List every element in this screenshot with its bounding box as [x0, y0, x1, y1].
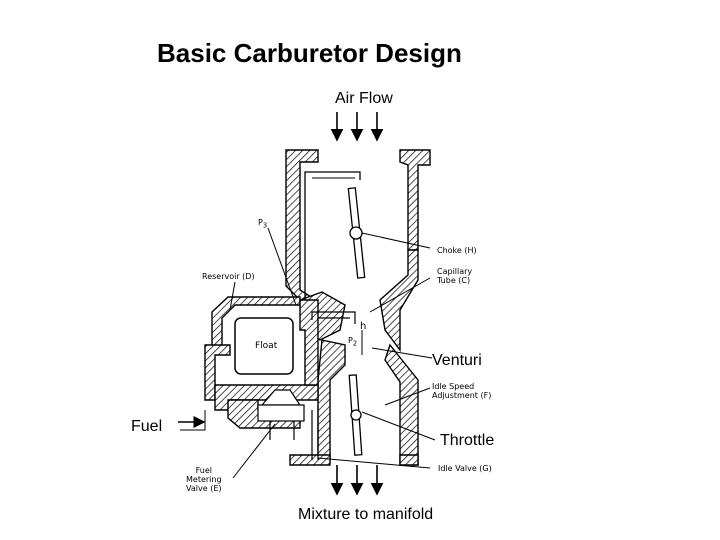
- air-flow-label: Air Flow: [335, 90, 393, 107]
- mixture-arrows: [330, 465, 384, 496]
- p3-label: P3: [258, 218, 267, 231]
- float-label: Float: [255, 341, 278, 351]
- venturi-label: Venturi: [432, 352, 482, 369]
- main-nozzle: [311, 311, 356, 324]
- capillary-label-line2: Tube (C): [437, 276, 471, 285]
- leader-lines: [229, 227, 436, 479]
- idle-speed-label: Idle Speed Adjustment (F): [432, 382, 491, 400]
- p2-subscript: 2: [352, 339, 358, 348]
- p2-letter: P: [348, 336, 353, 345]
- fuel-metering-label-line2: Metering: [186, 475, 222, 484]
- idle-passage: [311, 405, 319, 460]
- fuel-metering-label-line3: Valve (E): [186, 484, 222, 493]
- reservoir-label: Reservoir (D): [202, 272, 255, 281]
- idle-speed-label-line1: Idle Speed: [432, 382, 475, 391]
- p3-letter: P: [258, 218, 263, 227]
- h-label: h: [360, 321, 367, 332]
- p3-subscript: 3: [262, 221, 268, 230]
- capillary-label-line1: Capillary: [437, 267, 473, 276]
- p2-label: P2: [348, 336, 357, 349]
- fuel-label: Fuel: [131, 418, 163, 435]
- idle-speed-label-line2: Adjustment (F): [432, 391, 492, 400]
- float: [234, 317, 294, 375]
- air-flow-arrows: [330, 112, 384, 142]
- throttle-label: Throttle: [440, 432, 495, 449]
- choke-label: Choke (H): [437, 246, 477, 255]
- throttle-plate: [348, 374, 363, 456]
- fuel-metering-label-line1: Fuel: [195, 466, 212, 475]
- idle-valve-label: Idle Valve (G): [438, 464, 492, 473]
- fuel-inlet-arrow: [178, 410, 206, 431]
- fuel-metering-label: Fuel Metering Valve (E): [186, 466, 222, 493]
- page-title: Basic Carburetor Design: [157, 38, 462, 68]
- mixture-label: Mixture to manifold: [298, 506, 434, 523]
- capillary-label: Capillary Tube (C): [437, 267, 472, 285]
- capillary-tube: [304, 171, 361, 300]
